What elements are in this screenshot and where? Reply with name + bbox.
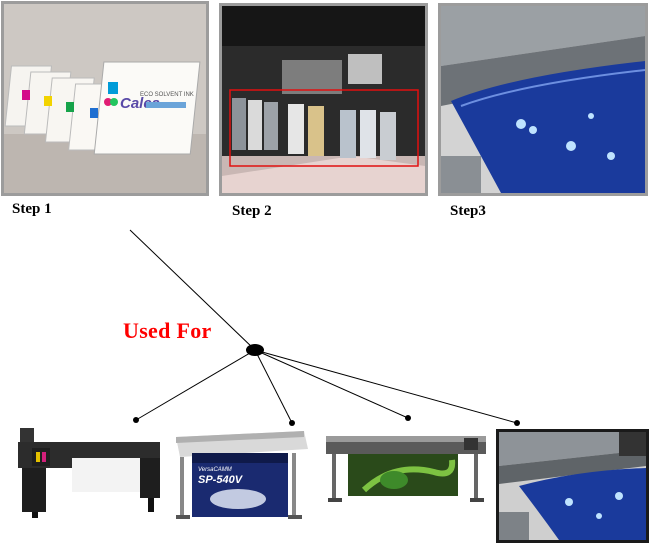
endpoint-dot [405, 415, 411, 421]
step-2-label: Step 2 [232, 203, 272, 219]
printing-banner-photo [438, 3, 648, 196]
roland-model: SP-540V [198, 474, 244, 486]
hub-node [246, 344, 264, 356]
ink-cartridges-illustration: Calca ECO SOLVENT INK [4, 4, 206, 193]
ink-bay-illustration [222, 6, 425, 193]
roland-printer-illustration: VersaCAMM SP-540V [176, 431, 308, 519]
printer-closeup-photo [496, 429, 649, 543]
cartridge-text: ECO SOLVENT INK [140, 92, 194, 98]
step-3-label: Step3 [450, 203, 486, 219]
printer-ink-bay-photo [219, 3, 428, 196]
roland-model-small: VersaCAMM [198, 467, 232, 473]
endpoint-dot [133, 417, 139, 423]
sublimation-printer-illustration [18, 428, 160, 518]
step-1-label: Step 1 [12, 201, 52, 217]
sublimation-printer-photo [12, 418, 162, 518]
printer-closeup-illustration [499, 432, 646, 540]
ink-cartridges-photo: Calca ECO SOLVENT INK [1, 1, 209, 196]
wide-format-printer-illustration [326, 436, 486, 502]
endpoint-dot [514, 420, 520, 426]
roland-printer-photo: VersaCAMM SP-540V [172, 427, 312, 523]
wide-format-printer-photo [324, 432, 488, 504]
endpoint-dot [289, 420, 295, 426]
used-for-label: Used For [123, 318, 212, 343]
banner-illustration [441, 6, 645, 193]
